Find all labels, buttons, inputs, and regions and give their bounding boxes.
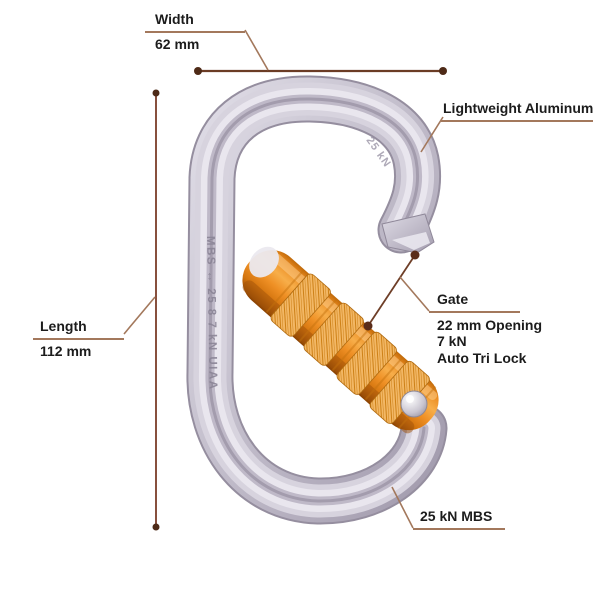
gate-knurl-bands [270,273,430,424]
leader-line [123,296,156,335]
carabiner-nose [381,213,435,254]
gate-opening-dimension [363,250,430,331]
spine-marking-text: MBS ↔ 25 8 7 kN UIAA [204,236,219,391]
gate-spec-lines: 22 mm Opening 7 kN Auto Tri Lock [429,317,542,367]
length-value: 112 mm [40,342,92,359]
width-dimension [194,29,447,75]
gate-title: Gate [437,291,469,307]
dimension-dot [410,250,420,260]
gate-strength-text: 7 kN [437,333,467,350]
strength-leader-line [391,486,414,529]
dimension-dot [194,67,202,75]
length-dimension [123,89,160,531]
dimension-dot [152,523,160,531]
dimension-dot [363,321,373,331]
length-title: Length [40,318,87,334]
dimension-dot [152,89,160,97]
gate-lock-type-text: Auto Tri Lock [437,349,527,366]
strength-text: 25 kN MBS [420,508,493,524]
width-value: 62 mm [155,35,200,52]
gate-end-cap [249,246,279,278]
leader-line [399,276,430,312]
material-label: Lightweight Aluminum [441,100,594,122]
length-label: Length 112 mm [33,318,124,359]
material-leader-line [420,116,444,153]
gate-opening-text: 22 mm Opening [437,316,543,333]
width-title: Width [155,11,194,27]
carabiner-gate [242,246,439,434]
gate-label: Gate 22 mm Opening 7 kN Auto Tri Lock [429,291,542,367]
dimension-dot [439,67,447,75]
leader-line [244,29,269,71]
strength-label: 25 kN MBS [413,508,505,530]
width-label: Width 62 mm [145,11,245,52]
hinge-rivet [400,390,428,418]
material-text: Lightweight Aluminum [443,100,594,116]
